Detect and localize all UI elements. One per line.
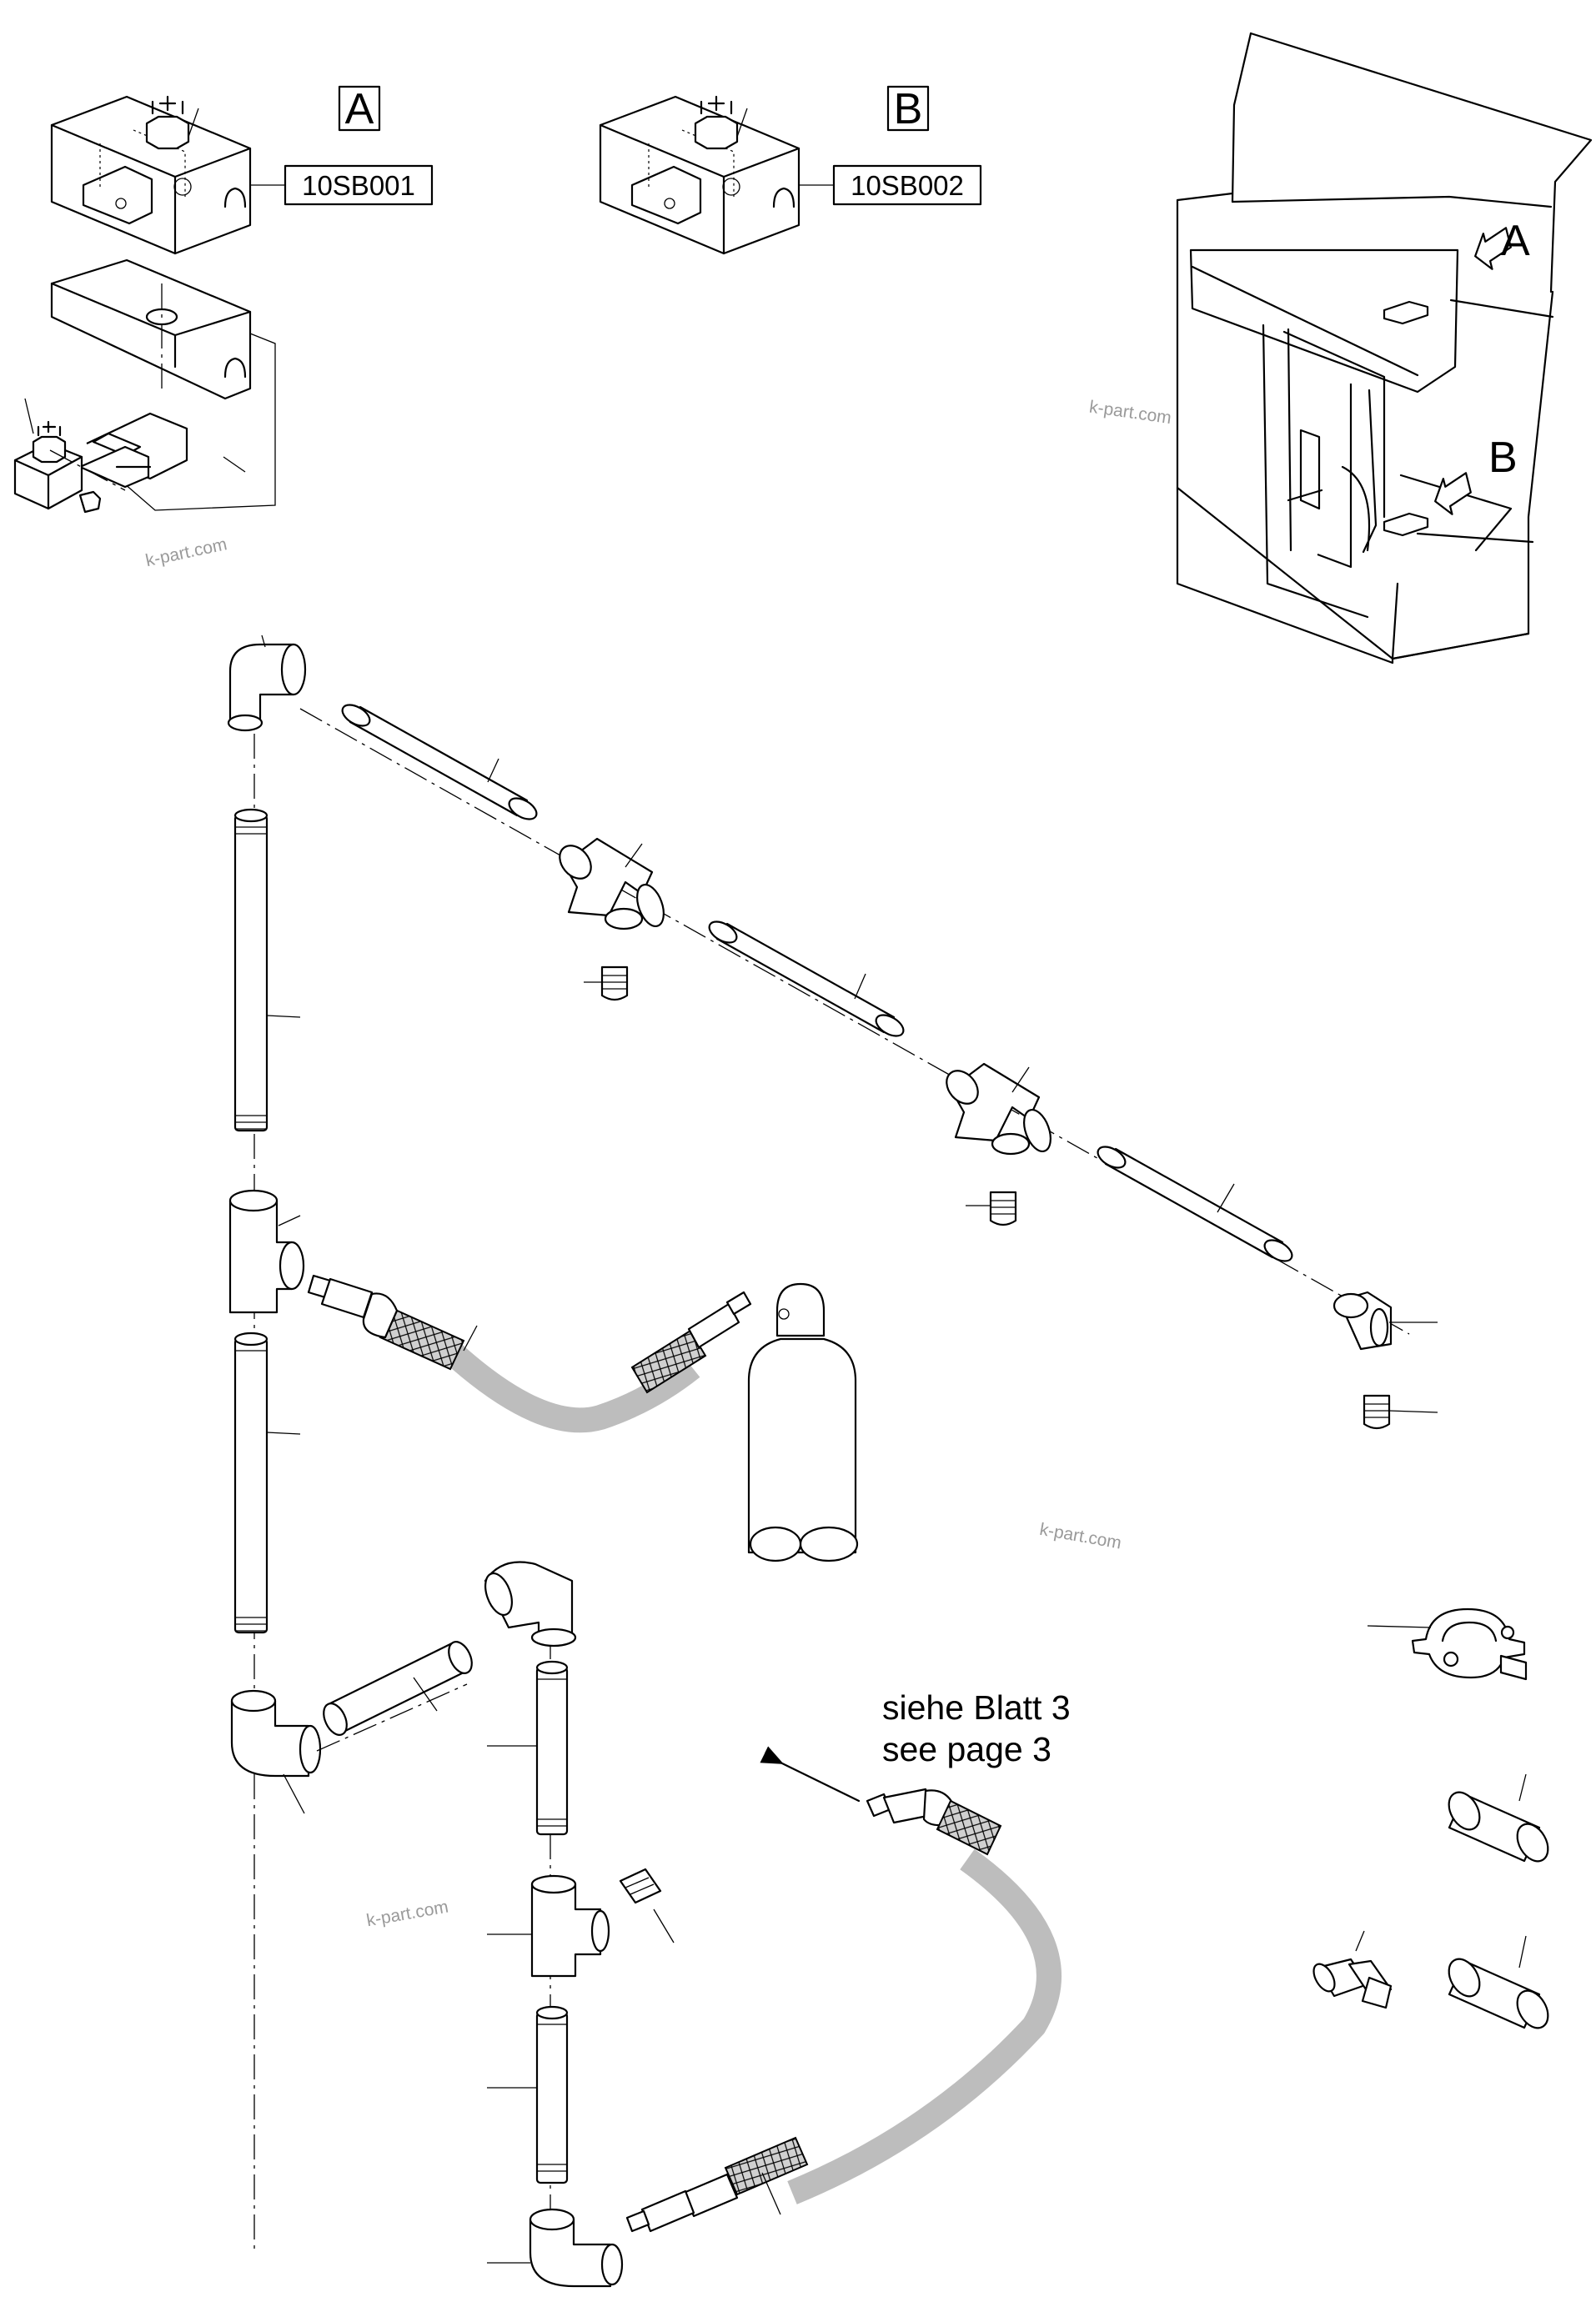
note-line-en: see page 3 xyxy=(882,1730,1051,1768)
detail-a-bracket xyxy=(50,95,252,255)
cabinet-overview: A B xyxy=(1176,32,1593,665)
pipe-socket-1 xyxy=(1448,1773,1549,1863)
watermark-4: k-part.com xyxy=(365,1897,450,1930)
gas-bottle xyxy=(747,1282,859,1562)
detail-a-letter-box: A xyxy=(338,85,381,133)
lower-hose-assembly xyxy=(625,1788,1061,2233)
upper-hose-assembly xyxy=(307,1274,752,1433)
detail-a-code-box: 10SB001 xyxy=(250,164,434,206)
exploded-bracket xyxy=(50,258,276,511)
direction-arrow xyxy=(760,1746,861,1803)
note-line-de: siehe Blatt 3 xyxy=(882,1688,1071,1727)
watermark-1: k-part.com xyxy=(143,534,228,570)
hex-nipple xyxy=(1312,1930,1393,2009)
watermark-3: k-part.com xyxy=(1038,1520,1123,1553)
pipe-socket-2 xyxy=(1448,1935,1549,2029)
detail-b-letter: B xyxy=(894,85,923,133)
detail-a-code: 10SB001 xyxy=(302,170,415,201)
detail-b-bracket xyxy=(599,95,801,255)
view-a-letter: A xyxy=(1501,217,1530,265)
diagonal-pipe-run xyxy=(299,704,1438,1430)
detail-b-letter-box: B xyxy=(886,85,930,133)
center-pipe-run xyxy=(316,1561,675,2288)
detail-b-code: 10SB002 xyxy=(851,170,964,201)
view-b-letter: B xyxy=(1488,434,1518,482)
watermark-2: k-part.com xyxy=(1088,398,1172,429)
left-pipe-run xyxy=(227,634,322,2251)
pipe-clamp xyxy=(1367,1607,1528,1681)
detail-b-code-box: 10SB002 xyxy=(799,164,982,206)
detail-a-letter: A xyxy=(345,85,374,133)
detail-a-sensor xyxy=(13,398,126,514)
